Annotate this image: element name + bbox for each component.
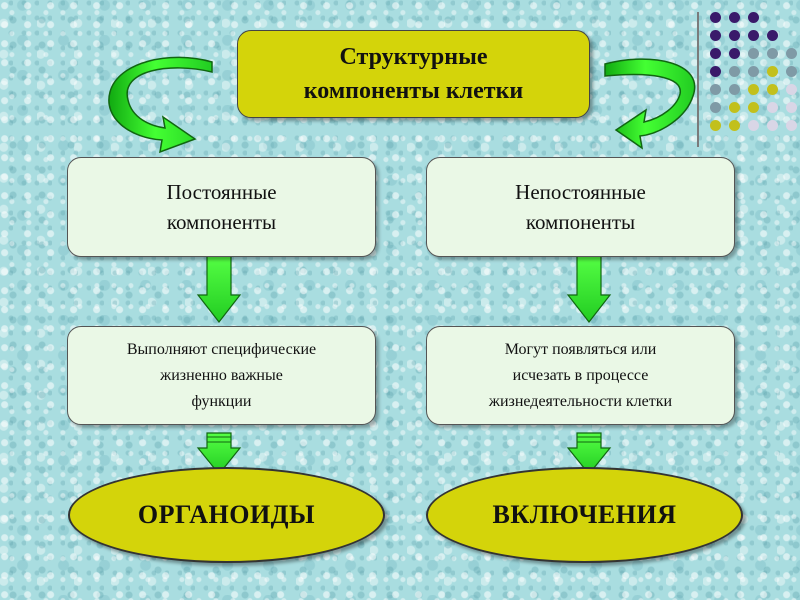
decorative-dot <box>786 120 797 131</box>
down-arrow-right-1 <box>566 254 612 323</box>
decorative-dot <box>729 102 740 113</box>
nonpermanent-components-label: Непостоянные компоненты <box>515 180 646 234</box>
decorative-dot <box>710 12 721 23</box>
permanent-description-text: Выполняют специфические жизненно важные … <box>126 340 317 410</box>
decorative-dot <box>748 84 759 95</box>
decorative-dot <box>729 48 740 59</box>
decorative-dot <box>748 66 759 77</box>
decorative-dot <box>786 102 797 113</box>
decorative-dot <box>786 12 797 23</box>
nonpermanent-description-text: Могут появляться или исчезать в процессе… <box>488 340 673 410</box>
curved-arrow-right <box>604 58 696 150</box>
decorative-dot <box>710 48 721 59</box>
decorative-dot <box>767 30 778 41</box>
permanent-components-label: Постоянные компоненты <box>166 180 277 234</box>
decorative-dot <box>729 66 740 77</box>
nonpermanent-components-box: Непостоянные компоненты <box>426 157 735 257</box>
inclusions-oval: ВКЛЮЧЕНИЯ <box>426 467 743 563</box>
decorative-dot <box>767 84 778 95</box>
decorative-divider-line <box>697 12 699 147</box>
decorative-dot <box>710 84 721 95</box>
decorative-dot <box>767 48 778 59</box>
down-arrow-right-2 <box>566 432 612 475</box>
decorative-dot <box>767 102 778 113</box>
decorative-dot <box>710 102 721 113</box>
decorative-dot <box>786 66 797 77</box>
decorative-dot <box>786 48 797 59</box>
decorative-dot <box>710 66 721 77</box>
decorative-dot <box>767 66 778 77</box>
decorative-dot <box>786 30 797 41</box>
decorative-dot <box>729 30 740 41</box>
decorative-dot <box>729 84 740 95</box>
inclusions-label: ВКЛЮЧЕНИЯ <box>492 500 677 529</box>
down-arrow-left-1 <box>196 254 242 323</box>
decorative-dot <box>748 48 759 59</box>
decorative-dot <box>748 120 759 131</box>
decorative-dot <box>786 84 797 95</box>
decorative-dot <box>748 30 759 41</box>
decorative-dot <box>710 120 721 131</box>
decorative-dot <box>767 12 778 23</box>
decorative-dot <box>729 120 740 131</box>
decorative-dot <box>767 120 778 131</box>
organoids-oval: ОРГАНОИДЫ <box>68 467 385 563</box>
decorative-dot <box>729 12 740 23</box>
permanent-components-box: Постоянные компоненты <box>67 157 376 257</box>
decorative-dot <box>710 30 721 41</box>
permanent-description-box: Выполняют специфические жизненно важные … <box>67 326 376 425</box>
diagram-title: Структурные компоненты клетки <box>303 44 524 104</box>
nonpermanent-description-box: Могут появляться или исчезать в процессе… <box>426 326 735 425</box>
down-arrow-left-2 <box>196 432 242 475</box>
title-box: Структурные компоненты клетки <box>237 30 590 118</box>
decorative-dot-grid <box>710 12 798 132</box>
curved-arrow-left <box>108 56 213 154</box>
organoids-label: ОРГАНОИДЫ <box>137 500 316 529</box>
decorative-dot <box>748 12 759 23</box>
decorative-dot <box>748 102 759 113</box>
